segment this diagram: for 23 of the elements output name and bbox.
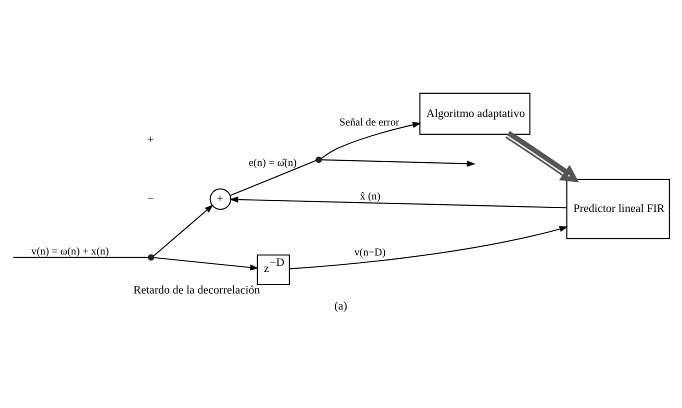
arrow xyxy=(154,256,259,270)
label: + xyxy=(147,134,154,146)
arrow xyxy=(321,121,422,158)
edge-label: x̂ (n) xyxy=(360,190,380,202)
arrow xyxy=(321,158,476,166)
node-point xyxy=(148,254,154,260)
node-box: Algoritmo adaptativo xyxy=(419,92,530,134)
node-circle: + xyxy=(210,188,232,210)
arrow xyxy=(505,130,579,182)
label: − xyxy=(147,192,154,205)
arrow xyxy=(153,204,214,256)
connector xyxy=(230,160,316,196)
arrow xyxy=(229,196,567,208)
connector xyxy=(13,256,148,258)
node-box: Predictor lineal FIR xyxy=(566,178,670,239)
edge-label: v(n) = ω(n) + x(n) xyxy=(31,244,109,257)
edge-label: e(n) = ω̂(n) xyxy=(248,156,297,168)
node-label: Retardo de la decorrelación xyxy=(133,284,260,296)
node-point xyxy=(316,156,322,162)
arrow xyxy=(290,226,568,269)
edge-label: Señal de error xyxy=(339,116,400,128)
edge-label: v(n−D) xyxy=(354,246,386,258)
caption: (a) xyxy=(334,300,348,312)
